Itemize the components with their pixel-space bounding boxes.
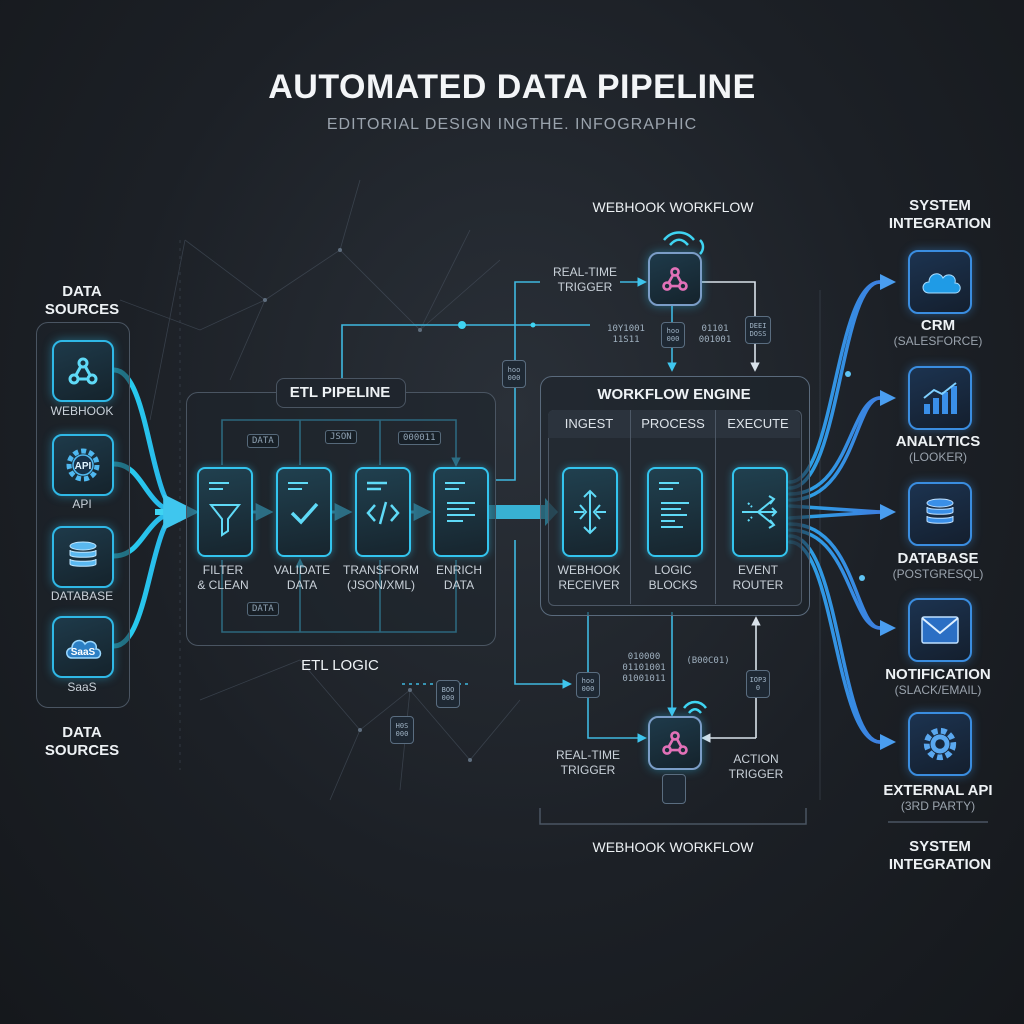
- floating-doc-1: BOO 000: [436, 680, 460, 708]
- etl-chip-data-top: DATA: [247, 434, 279, 448]
- engine-logic-blocks-label: LOGIC BLOCKS: [648, 563, 698, 592]
- target-database-tile[interactable]: [908, 482, 972, 546]
- bar-chart-icon: [923, 382, 957, 414]
- lines-icon: [445, 482, 475, 522]
- page-subtitle: EDITORIAL DESIGN INGTHE. INFOGRAPHIC: [326, 116, 698, 133]
- receiver-icon: [574, 489, 606, 535]
- database-icon: [69, 541, 97, 567]
- code-icon: [366, 481, 400, 525]
- etl-title-box: [276, 378, 406, 408]
- webhook-icon: [662, 731, 688, 755]
- target-database-sub: (POSTGRESQL): [892, 567, 984, 581]
- source-api-tile[interactable]: API: [52, 434, 114, 496]
- webhook-bottom-heading: WEBHOOK WORKFLOW: [592, 839, 754, 855]
- targets-heading-bottom: SYSTEM INTEGRATION: [888, 838, 992, 873]
- source-database-tile[interactable]: [52, 526, 114, 588]
- logic-blocks-icon: [659, 482, 689, 528]
- workflow-engine-header-row: [548, 410, 800, 438]
- etl-step-enrich-label: ENRICH DATA: [435, 563, 482, 592]
- target-analytics-sub: (LOOKER): [908, 450, 967, 464]
- engine-webhook-receiver-label: WEBHOOK RECEIVER: [557, 563, 621, 592]
- target-external-api-sub: (3RD PARTY): [900, 799, 976, 813]
- etl-step-transform[interactable]: [355, 467, 411, 557]
- target-external-api-label: EXTERNAL API: [883, 782, 993, 799]
- webhook-bottom-binary-right: (B00C01): [686, 656, 730, 666]
- gear-icon: [923, 727, 957, 761]
- webhook-bottom-mini-right: IOP3 0: [746, 670, 770, 698]
- target-database-label: DATABASE: [897, 550, 979, 567]
- target-notification-tile[interactable]: [908, 598, 972, 662]
- webhook-top-mini-left: hoo 000: [661, 322, 685, 348]
- etl-chip-json: JSON: [325, 430, 357, 444]
- target-crm-tile[interactable]: [908, 250, 972, 314]
- database-icon: [926, 498, 954, 524]
- source-webhook-tile[interactable]: [52, 340, 114, 402]
- router-icon: [742, 495, 778, 529]
- engine-event-router-label: EVENT ROUTER: [732, 563, 784, 592]
- filter-icon: [208, 482, 242, 537]
- webhook-top-node[interactable]: [648, 252, 702, 306]
- engine-webhook-receiver[interactable]: [562, 467, 618, 557]
- target-notification-label: NOTIFICATION: [885, 666, 991, 683]
- etl-chip-data-bottom: DATA: [247, 602, 279, 616]
- etl-step-transform-label: TRANSFORM (JSON/XML): [343, 563, 419, 592]
- target-analytics-tile[interactable]: [908, 366, 972, 430]
- target-notification-sub: (SLACK/EMAIL): [894, 683, 982, 697]
- etl-title: ETL PIPELINE: [289, 384, 391, 401]
- targets-heading-top: SYSTEM INTEGRATION: [888, 197, 992, 232]
- etl-step-enrich[interactable]: [433, 467, 489, 557]
- target-analytics-label: ANALYTICS: [895, 433, 981, 450]
- webhook-icon: [68, 357, 98, 385]
- cloud-icon: [922, 273, 961, 294]
- wifi-signal-icon: [663, 231, 705, 255]
- engine-divider-1: [630, 410, 631, 604]
- webhook-bottom-binary-left: 010000 01101001 01001011: [622, 652, 666, 684]
- webhook-bottom-mini-left: hoo 000: [576, 672, 600, 698]
- etl-chip-bin: 000011: [398, 431, 441, 445]
- wifi-signal-icon: [683, 700, 707, 714]
- sources-heading-top: DATA SOURCES: [44, 283, 120, 318]
- source-saas-tile[interactable]: SaaS: [52, 616, 114, 678]
- workflow-engine-title: WORKFLOW ENGINE: [597, 386, 751, 403]
- source-webhook-label: WEBHOOK: [50, 404, 114, 418]
- saas-icon-text: SaaS: [71, 647, 96, 658]
- webhook-top-heading: WEBHOOK WORKFLOW: [592, 199, 754, 215]
- webhook-top-binary-right: 01101 001001: [698, 324, 732, 345]
- engine-col-process: PROCESS: [641, 416, 705, 431]
- etl-logic-label: ETL LOGIC: [301, 657, 379, 674]
- engine-logic-blocks[interactable]: [647, 467, 703, 557]
- saas-cloud-icon: SaaS: [66, 639, 102, 659]
- webhook-bottom-trigger-left: REAL-TIME TRIGGER: [555, 748, 620, 777]
- webhook-bottom-node[interactable]: [648, 716, 702, 770]
- target-external-api-tile[interactable]: [908, 712, 972, 776]
- source-api-label: API: [72, 497, 92, 511]
- source-database-label: DATABASE: [50, 589, 114, 603]
- etl-step-validate-label: VALIDATE DATA: [273, 563, 331, 592]
- check-icon: [288, 482, 319, 525]
- webhook-icon: [662, 267, 688, 291]
- page-title: AUTOMATED DATA PIPELINE: [268, 68, 756, 106]
- floating-doc-2: H0S 000: [390, 716, 414, 744]
- webhook-bottom-doc: [662, 774, 686, 804]
- engine-col-execute: EXECUTE: [727, 416, 789, 431]
- engine-divider-2: [715, 410, 716, 604]
- etl-step-filter-label: FILTER & CLEAN: [197, 563, 249, 592]
- webhook-top-mini-right: DEEI DOSS: [745, 316, 771, 344]
- webhook-top-binary-left: 10Y1001 11S11: [607, 324, 645, 345]
- etl-step-filter[interactable]: [197, 467, 253, 557]
- webhook-bottom-trigger-right: ACTION TRIGGER: [728, 752, 784, 781]
- etl-side-doc: hoo 000: [502, 360, 526, 388]
- etl-step-validate[interactable]: [276, 467, 332, 557]
- api-gear-icon: API: [66, 448, 100, 482]
- envelope-icon: [921, 616, 959, 644]
- target-crm-sub: (SALESFORCE): [893, 334, 983, 348]
- api-icon-text: API: [75, 461, 92, 472]
- webhook-top-trigger-label: REAL-TIME TRIGGER: [552, 265, 617, 294]
- sources-heading-bottom: DATA SOURCES: [44, 724, 120, 759]
- engine-event-router[interactable]: [732, 467, 788, 557]
- target-crm-label: CRM: [920, 317, 956, 334]
- source-saas-label: SaaS: [67, 680, 97, 694]
- engine-col-ingest: INGEST: [564, 416, 614, 431]
